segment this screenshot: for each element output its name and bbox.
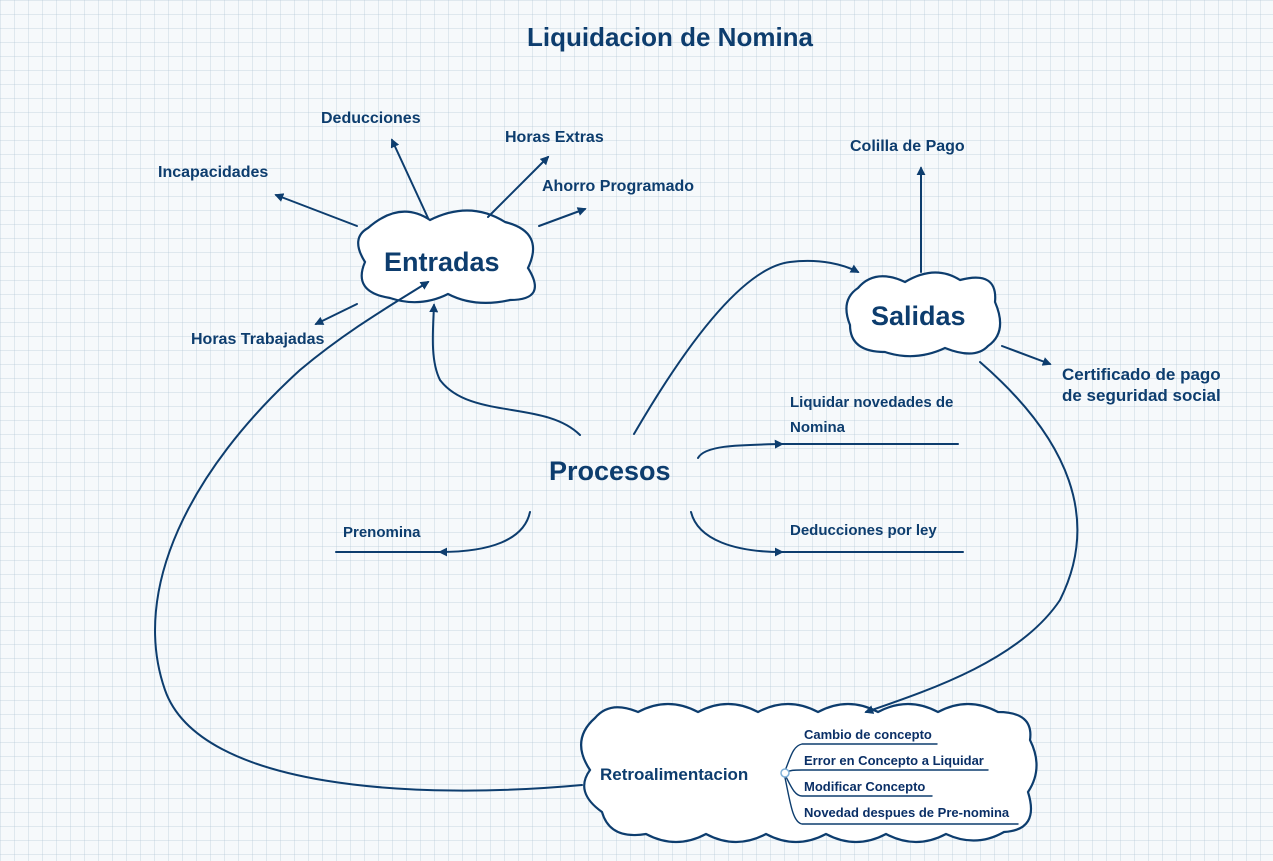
- procesos-node-label[interactable]: Procesos: [549, 456, 671, 486]
- retro-branch-node: [780, 768, 790, 778]
- arrow-certificado: [1001, 345, 1052, 366]
- salidas-item-colilla-de-pago[interactable]: Colilla de Pago: [850, 138, 965, 155]
- arrow-incapacidades: [274, 193, 358, 227]
- retroalimentacion-node-label[interactable]: Retroalimentacion: [600, 765, 749, 784]
- diagram-title: Liquidacion de Nomina: [527, 22, 814, 52]
- entradas-item-horas-extras[interactable]: Horas Extras: [505, 129, 604, 146]
- arrow-horas-trabajadas: [314, 303, 358, 325]
- procesos-item-deducciones-por-ley[interactable]: Deducciones por ley: [790, 522, 937, 539]
- entradas-node-label[interactable]: Entradas: [384, 247, 500, 277]
- retro-item-novedad-despues[interactable]: Novedad despues de Pre-nomina: [804, 805, 1010, 820]
- arrow-ahorro-programado: [538, 207, 587, 227]
- salidas-cloud-shape: [845, 271, 1002, 358]
- entradas-item-horas-trabajadas[interactable]: Horas Trabajadas: [191, 331, 325, 348]
- retroalimentacion-cloud-shape: [580, 702, 1038, 844]
- arrow-horas-extras: [487, 155, 550, 218]
- connector-retroalimentacion-entradas: [154, 281, 583, 792]
- retro-item-error-en-concepto[interactable]: Error en Concepto a Liquidar: [804, 753, 984, 768]
- retro-item-cambio-de-concepto[interactable]: Cambio de concepto: [804, 727, 932, 742]
- entradas-item-incapacidades[interactable]: Incapacidades: [158, 164, 269, 181]
- connector-salidas-retroalimentacion: [864, 361, 1079, 714]
- entradas-item-deducciones[interactable]: Deducciones: [321, 110, 421, 127]
- connector-procesos-deducciones-ley: [690, 511, 784, 557]
- arrow-deducciones: [390, 138, 429, 219]
- entradas-item-ahorro-programado[interactable]: Ahorro Programado: [542, 178, 695, 195]
- entradas-cloud-shape: [357, 209, 536, 304]
- connector-procesos-salidas: [633, 259, 860, 435]
- connector-procesos-entradas: [429, 303, 581, 436]
- procesos-item-prenomina[interactable]: Prenomina: [343, 524, 421, 541]
- salidas-item-certificado[interactable]: Certificado de pago de seguridad social: [1062, 365, 1221, 405]
- connector-procesos-prenomina: [438, 511, 531, 557]
- retro-item-modificar-concepto[interactable]: Modificar Concepto: [804, 779, 926, 794]
- connector-procesos-liquidar: [697, 439, 784, 459]
- salidas-node-label[interactable]: Salidas: [871, 301, 966, 331]
- procesos-item-liquidar-novedades[interactable]: Liquidar novedades de Nomina: [790, 394, 954, 436]
